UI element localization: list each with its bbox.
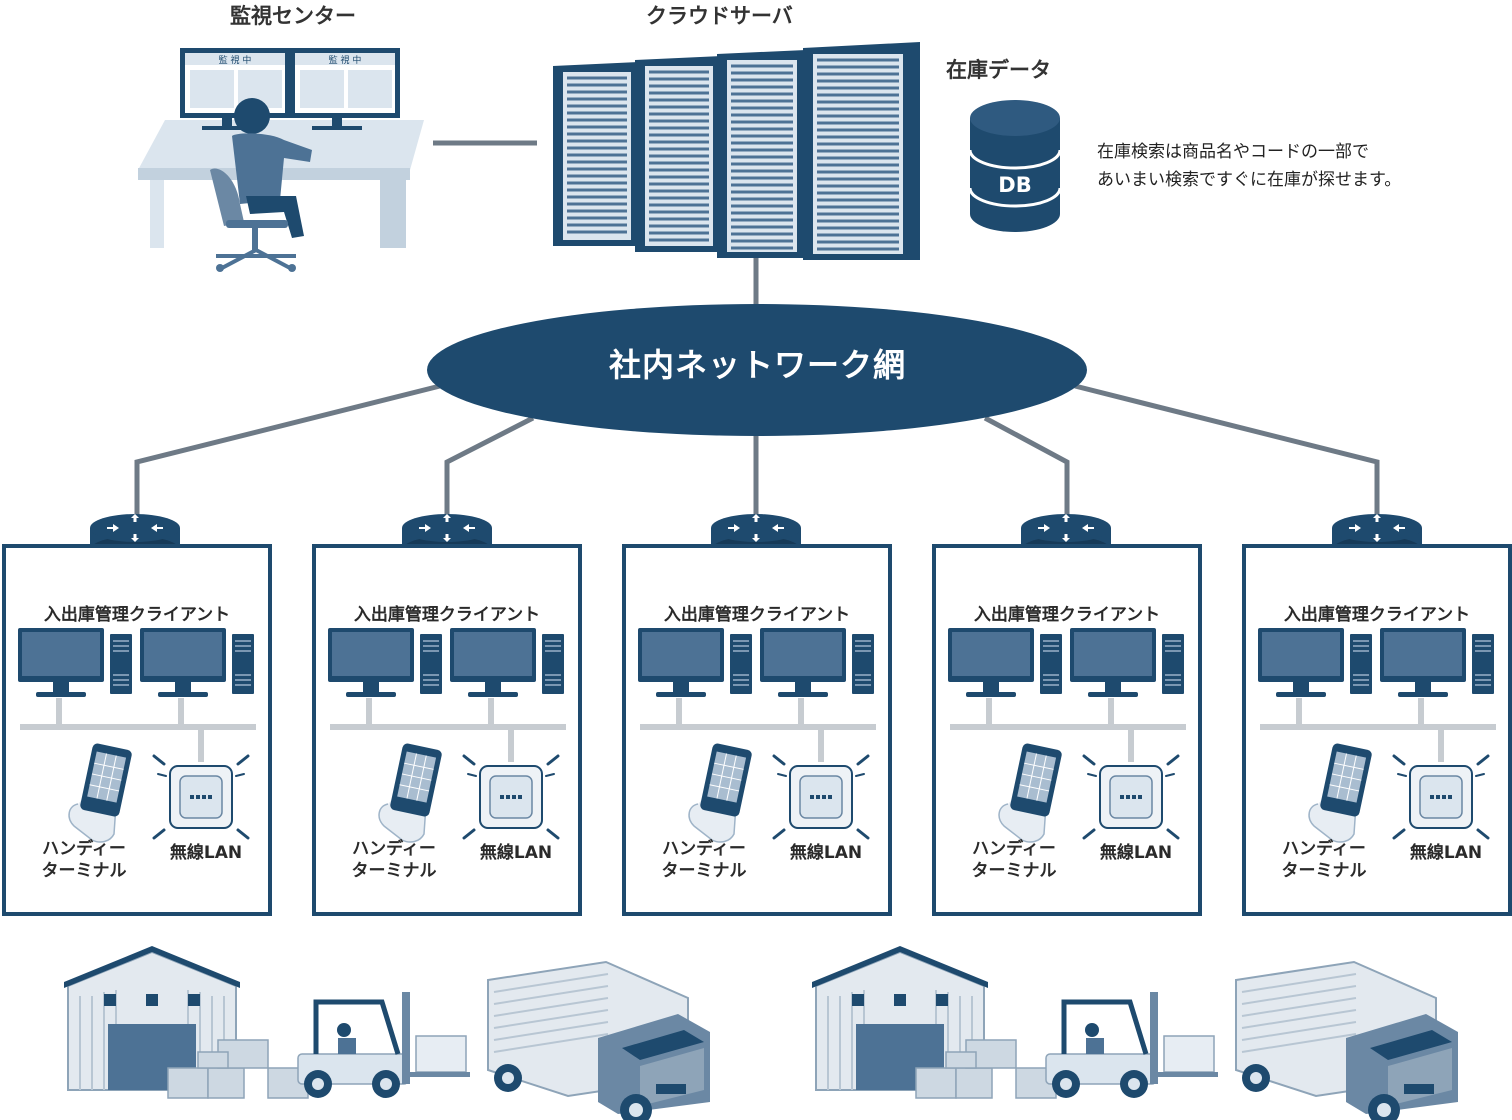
client-panel-art [328,628,566,843]
client-title: 入出庫管理クライアント [353,605,541,625]
truck-illustration [487,961,711,1120]
cloud-server-illustration [553,42,920,260]
wireless-lan-label: 無線LAN [1099,843,1173,863]
network-label: 社内ネットワーク網 [608,346,906,384]
handy-terminal-icon [688,741,754,843]
inventory-data-label: 在庫データ [946,58,1051,82]
network-ellipse [427,304,1087,436]
client-title: 入出庫管理クライアント [663,605,851,625]
client-panel-art [1258,628,1496,843]
truck-illustration [1235,961,1459,1120]
client-panel: 入出庫管理クライアント ハンディーターミナル 無線LAN [932,544,1202,916]
handy-terminal-icon [1308,741,1374,843]
wireless-lan-icon [772,754,870,840]
forklift-illustration [298,992,470,1098]
description-line: 在庫検索は商品名やコードの一部で [1097,142,1369,162]
warehouse-illustration [63,945,309,1099]
monitoring-center-illustration: 監 視 中 監 視 中 [138,48,424,272]
monitor-screen-text: 監 視 中 [329,54,362,66]
handy-terminal-label: ハンディーターミナル [41,839,127,881]
handy-terminal-icon [378,741,444,843]
client-panel: 入出庫管理クライアント ハンディーターミナル 無線LAN [622,544,892,916]
client-panel: 入出庫管理クライアント ハンディーターミナル 無線LAN [312,544,582,916]
handy-terminal-label: ハンディーターミナル [1281,839,1367,881]
wireless-lan-icon [462,754,560,840]
wireless-lan-label: 無線LAN [479,843,553,863]
connection-lines [134,140,1380,525]
handy-terminal-label: ハンディーターミナル [971,839,1057,881]
description-line: あいまい検索ですぐに在庫が探せます。 [1097,170,1402,190]
search-description: 在庫検索は商品名やコードの一部で あいまい検索ですぐに在庫が探せます。 [1097,138,1401,194]
wireless-lan-label: 無線LAN [1409,843,1483,863]
client-title: 入出庫管理クライアント [1283,605,1471,625]
handy-terminal-label: ハンディーターミナル [351,839,437,881]
client-panel-art [948,628,1186,843]
handy-terminal-icon [68,741,134,843]
monitoring-center-label: 監視センター [230,4,356,28]
cloud-server-label: クラウドサーバ [646,4,793,28]
logistics-illustrations [63,945,1459,1120]
wireless-lan-icon [1392,754,1490,840]
wireless-lan-icon [152,754,250,840]
wireless-lan-icon [1082,754,1180,840]
warehouse-illustration [811,945,1057,1099]
client-panel-art [18,628,256,843]
client-panel: 入出庫管理クライアント ハンディーターミナル 無線LAN [1242,544,1512,916]
wireless-lan-label: 無線LAN [169,843,243,863]
db-label: DB [998,173,1031,197]
forklift-illustration [1046,992,1218,1098]
wireless-lan-label: 無線LAN [789,843,863,863]
client-title: 入出庫管理クライアント [43,605,231,625]
handy-terminal-icon [998,741,1064,843]
database-icon: DB [968,100,1062,232]
client-panel: 入出庫管理クライアント ハンディーターミナル 無線LAN [2,544,272,916]
handy-terminal-label: ハンディーターミナル [661,839,747,881]
monitor-screen-text: 監 視 中 [219,54,252,66]
client-panel-art [638,628,876,843]
client-title: 入出庫管理クライアント [973,605,1161,625]
